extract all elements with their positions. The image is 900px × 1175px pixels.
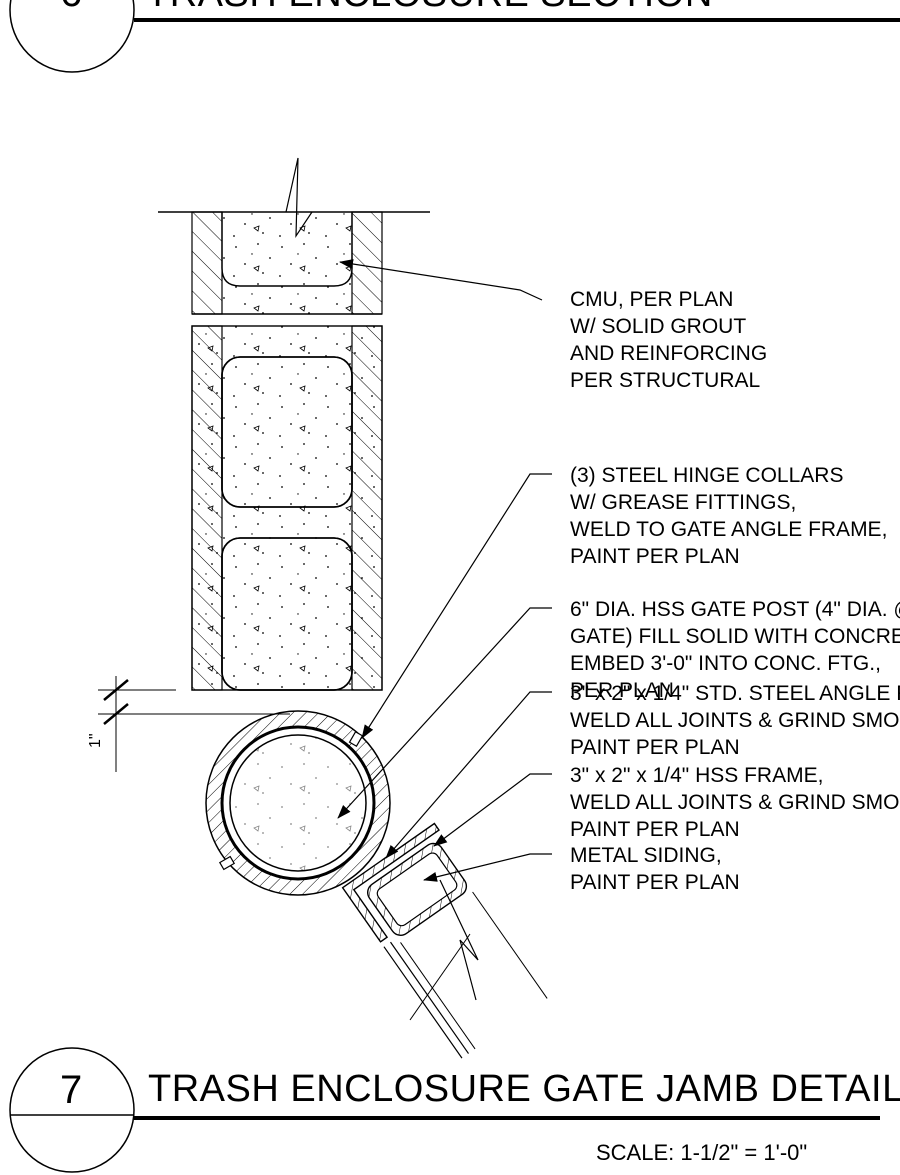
break-line-bottom [439,879,479,1001]
note-line: PER PLAN [570,679,674,702]
note-line: 3" x 2" x 1/4" HSS FRAME, [570,764,823,787]
leader-post [337,607,552,819]
note-line: 3" x 2" x 1/4" STD. STEEL ANGLE FRAME, [570,682,900,705]
note-line: WELD TO GATE ANGLE FRAME, [570,518,887,541]
note-cmu: CMU, PER PLAN W/ SOLID GROUT AND REINFOR… [570,288,767,392]
dimension-1in: 1" [87,676,290,772]
note-hss-frame: 3" x 2" x 1/4" HSS FRAME, WELD ALL JOINT… [570,764,900,841]
cmu-upper-shell-left [191,211,223,315]
grease-fitting-left [218,855,236,871]
detail-scale: SCALE: 1-1/2" = 1'-0" [596,1140,807,1165]
top-detail-bubble [9,0,135,73]
note-line: EMBED 3'-0" INTO CONC. FTG., [570,652,881,675]
gate-post [205,710,391,896]
leader-hss [433,773,552,847]
note-line: PAINT PER PLAN [570,545,740,568]
cmu-lower-block [191,325,383,691]
note-line: W/ GREASE FITTINGS, [570,491,796,514]
top-detail-title: TRASH ENCLOSURE SECTION [146,0,713,15]
cmu-upper-shell-right [351,211,383,315]
note-hinge-collars: (3) STEEL HINGE COLLARS W/ GREASE FITTIN… [570,464,887,568]
detail-number: 7 [60,1068,82,1112]
note-metal-siding: METAL SIDING, PAINT PER PLAN [570,844,740,894]
note-gate-post: 6" DIA. HSS GATE POST (4" DIA. @ PEDESTR… [570,598,900,702]
metal-siding [383,946,463,1059]
post-concrete-fill [229,734,367,872]
note-line: WELD ALL JOINTS & GRIND SMOOTH, [570,791,900,814]
cmu-lower-shell-right [351,325,383,691]
note-line: AND REINFORCING [570,342,767,365]
note-line: PAINT PER PLAN [570,871,740,894]
dimension-label: 1" [87,733,104,748]
grease-fitting-top [348,730,364,748]
note-line: GATE) FILL SOLID WITH CONCRETE, [570,625,900,648]
top-detail-number: 6 [60,0,82,15]
leaders [337,259,552,882]
detail-title-block: 7 TRASH ENCLOSURE GATE JAMB DETAIL SCALE… [9,1047,900,1173]
leader-siding [423,853,552,882]
cmu-wall [158,157,430,691]
note-angle-frame: 3" x 2" x 1/4" STD. STEEL ANGLE FRAME, W… [570,682,900,759]
top-detail-header: 6 TRASH ENCLOSURE SECTION [9,0,900,73]
note-line: PAINT PER PLAN [570,736,740,759]
hss-frame-inner [376,852,458,927]
note-line: CMU, PER PLAN [570,288,733,311]
leader-hinge [361,473,552,739]
note-line: METAL SIDING, [570,844,722,867]
detail-bubble [9,1047,135,1173]
hss-gate-post [220,725,376,881]
leader-angle [385,691,552,859]
gate-frame [341,822,548,1059]
steel-angle-frame [341,822,440,943]
note-line: PER STRUCTURAL [570,369,760,392]
note-line: 6" DIA. HSS GATE POST (4" DIA. @ PEDESTR… [570,598,900,621]
cmu-upper-core [221,212,353,287]
note-line: WELD ALL JOINTS & GRIND SMOOTH, [570,709,900,732]
cmu-lower-shell-left [191,325,223,691]
note-line: PAINT PER PLAN [570,818,740,841]
note-line: (3) STEEL HINGE COLLARS [570,464,843,487]
detail-title: TRASH ENCLOSURE GATE JAMB DETAIL [148,1068,900,1110]
note-line: W/ SOLID GROUT [570,315,746,338]
leader-cmu [339,259,543,301]
